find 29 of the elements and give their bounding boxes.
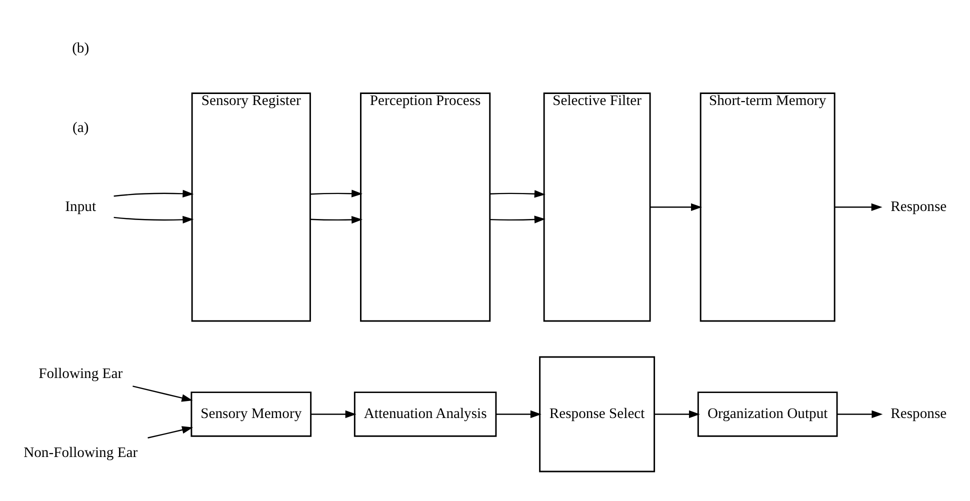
- node-box: Short-term Memory: [700, 92, 836, 322]
- arrow: [310, 215, 363, 224]
- arrow: [490, 215, 546, 223]
- label: (b): [72, 40, 90, 56]
- node-box: Attenuation Analysis: [354, 391, 497, 436]
- arrow: [132, 385, 193, 402]
- arrow: [148, 426, 194, 438]
- arrow: [654, 410, 700, 418]
- node-text: Non-Following Ear: [24, 444, 138, 460]
- arrow: [490, 190, 546, 198]
- node-box: Perception Process: [360, 92, 491, 322]
- arrow: [496, 410, 542, 418]
- label: (a): [72, 119, 89, 136]
- node-box: Organization Output: [697, 391, 838, 436]
- arrow: [114, 215, 194, 224]
- arrow: [650, 202, 702, 210]
- arrow: [310, 189, 363, 197]
- arrow: [310, 410, 356, 418]
- node-text: Response: [890, 406, 947, 422]
- node-text: Following Ear: [38, 365, 123, 382]
- node-text: Input: [65, 198, 96, 214]
- arrow: [114, 189, 194, 198]
- node-text: Response: [890, 198, 947, 214]
- node-box: Sensory Memory: [190, 391, 312, 436]
- node-box: Selective Filter: [543, 92, 651, 322]
- node-box: Response Select: [539, 356, 656, 472]
- arrow: [837, 410, 883, 418]
- node-box: Sensory Register: [191, 92, 311, 322]
- arrow: [834, 202, 882, 210]
